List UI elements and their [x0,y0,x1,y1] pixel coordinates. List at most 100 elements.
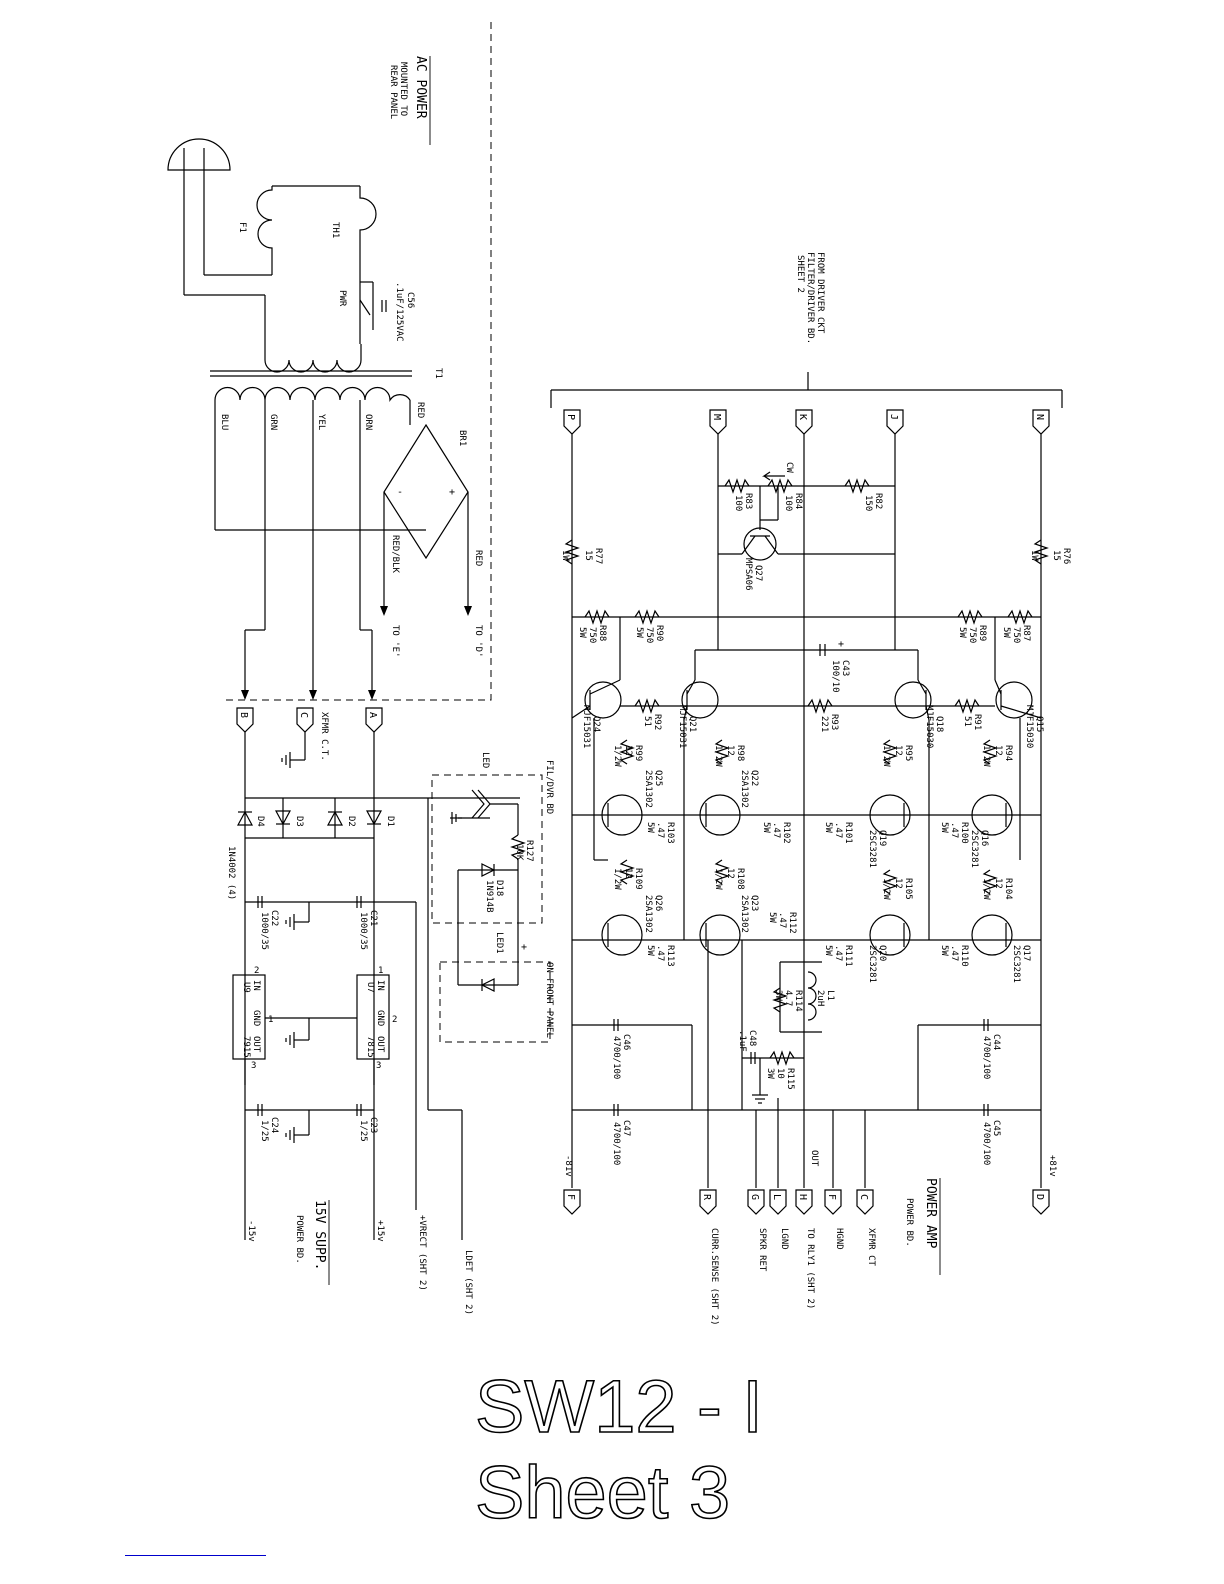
wire-red2: RED [473,550,483,566]
svg-text:C44: C44 [991,1034,1001,1050]
svg-text:2uH: 2uH [815,990,825,1006]
led-section: FIL/DVR BD ON FRONT PANEL LED R127 10K D… [431,752,554,1043]
to-d-label: TO 'D' [473,625,483,658]
connector-j: J [886,409,904,435]
svg-text:MPSA06: MPSA06 [743,558,753,591]
svg-text:4700/100: 4700/100 [981,1122,991,1165]
svg-text:5W: 5W [939,945,949,956]
out-label: OUT [809,1150,819,1167]
transformer-primary [264,359,362,373]
power-switch-icon [359,299,371,316]
svg-text:C: C [858,1194,869,1200]
svg-text:Q18: Q18 [934,716,944,732]
svg-text:FIL/DVR BD: FIL/DVR BD [544,760,554,814]
svg-text:.47: .47 [833,822,843,838]
svg-text:R104: R104 [1003,878,1013,900]
svg-text:12: 12 [623,745,633,756]
pos81-label: +81v [1047,1155,1057,1177]
power-amp-title: POWER AMP [923,1178,938,1249]
svg-text:R91: R91 [972,714,982,730]
connector-g: G [747,1189,765,1215]
svg-text:+: + [521,942,527,953]
svg-text:3W: 3W [773,990,783,1001]
q16-transistor [971,794,1013,836]
svg-text:.47: .47 [949,822,959,838]
svg-text:Q19: Q19 [877,830,887,846]
svg-text:Q23: Q23 [749,895,759,911]
c45-capacitor [983,1104,989,1116]
svg-text:.47: .47 [949,945,959,961]
svg-text:H: H [797,1194,808,1200]
connector-h: H [795,1189,813,1215]
svg-text:OUT: OUT [251,1036,261,1053]
cursense-label: CURR.SENSE (SHT 2) [709,1228,719,1326]
th1-label: TH1 [330,222,340,238]
svg-text:R93: R93 [829,714,839,730]
svg-text:Q27: Q27 [753,565,763,581]
connector-b: B [236,707,254,733]
svg-text:R89: R89 [977,625,987,641]
q26-transistor [601,914,643,956]
vrect-label: +VRECT (SHT 2) [417,1215,427,1291]
svg-text:R88: R88 [597,625,607,641]
svg-text:1000/35: 1000/35 [259,912,269,950]
l1-inductor [807,971,817,1021]
svg-text:R77: R77 [593,548,603,564]
supply-title: 15V SUPP. [312,1200,327,1270]
svg-text:C48: C48 [747,1030,757,1046]
svg-text:P: P [565,414,576,420]
svg-text:1/2W: 1/2W [713,868,723,890]
svg-text:L1: L1 [825,990,835,1001]
neg15-label: -15v [246,1220,256,1242]
svg-text:D: D [1034,1194,1045,1200]
ldet-label: LDET (SHT 2) [463,1250,473,1315]
svg-text:.47: .47 [833,945,843,961]
svg-text:J: J [888,414,899,420]
svg-text:Q16: Q16 [979,830,989,846]
svg-text:7915: 7915 [241,1036,251,1058]
svg-text:150: 150 [863,495,873,511]
svg-text:.47: .47 [771,822,781,838]
r104-resistor [982,869,998,895]
connector-d: D [1032,1189,1050,1215]
diode-d3 [274,810,292,826]
svg-text:R115: R115 [785,1068,795,1090]
r115-resistor [769,1050,795,1066]
svg-text:+: + [838,639,844,650]
svg-text:5W: 5W [645,945,655,956]
q24-transistor [571,679,622,719]
ac-power-title: AC POWER [413,56,428,119]
ac-plug-icon [167,138,231,171]
svg-text:R112: R112 [787,912,797,934]
svg-text:A: A [367,712,378,718]
c56-value: .1uF/125VAC [394,282,404,342]
regulator-u9 [232,974,266,1060]
svg-text:C21: C21 [368,910,378,926]
ac-power-note1: MOUNTED TO [398,62,408,116]
svg-text:C45: C45 [991,1120,1001,1136]
svg-text:FROM DRIVER CKT: FROM DRIVER CKT [815,252,825,334]
svg-text:C24: C24 [269,1117,279,1133]
relay-label: TO RLY1 (SHT 2) [805,1228,815,1309]
svg-text:2SC3281: 2SC3281 [969,830,979,868]
svg-text:R100: R100 [959,822,969,844]
svg-text:1/25: 1/25 [259,1120,269,1142]
svg-text:IN: IN [251,980,261,991]
svg-text:-: - [397,487,403,498]
connector-c-left: C [296,707,314,733]
svg-text:750: 750 [587,627,597,643]
svg-text:G: G [749,1194,760,1200]
connector-m: M [709,409,727,435]
svg-text:MJF15030: MJF15030 [1024,705,1034,748]
svg-text:D18: D18 [494,880,504,896]
diode-d1 [365,810,383,826]
svg-text:51: 51 [642,716,652,727]
connector-f-hgnd: F [824,1189,842,1215]
svg-text:51: 51 [962,716,972,727]
wire-red: RED [415,402,425,418]
svg-text:12: 12 [725,868,735,879]
connector-r: R [699,1189,717,1215]
hgnd-label: HGND [834,1228,844,1250]
svg-text:R108: R108 [735,868,745,890]
svg-text:15: 15 [583,550,593,561]
